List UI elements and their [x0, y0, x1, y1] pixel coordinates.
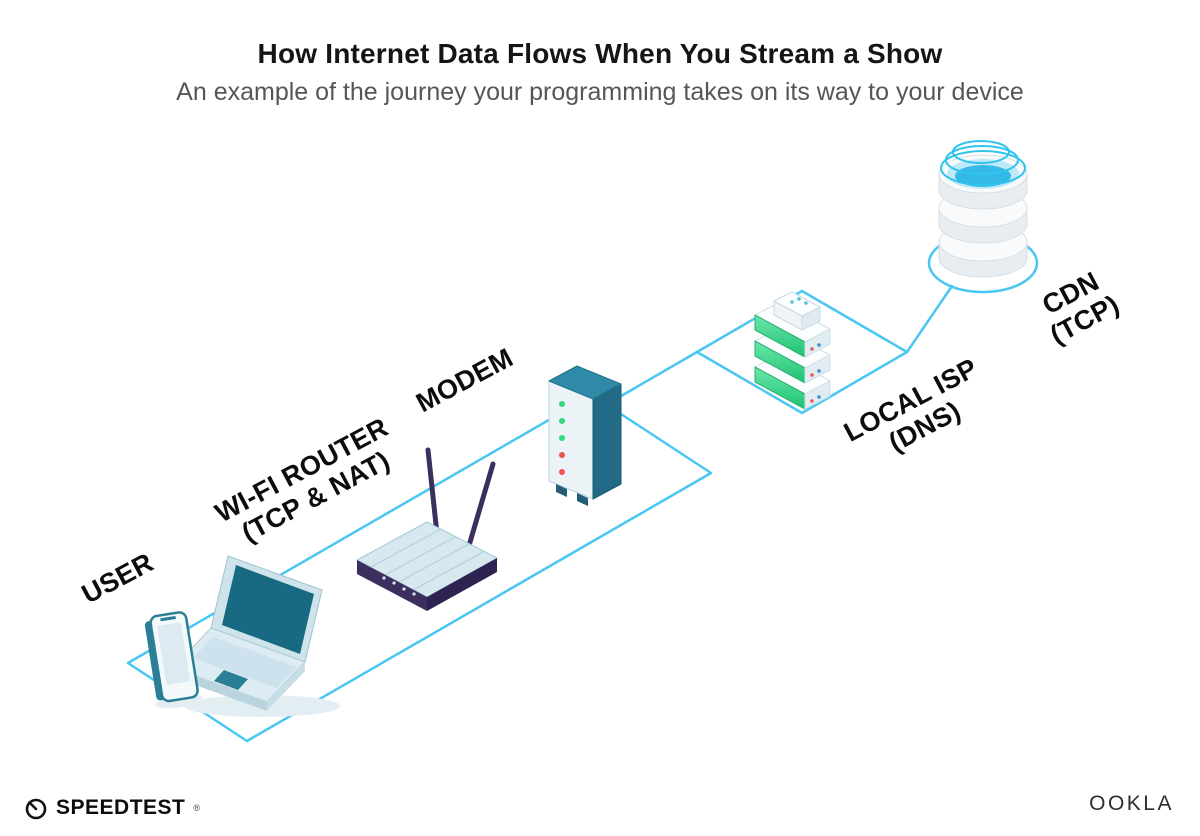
laptop-icon: [172, 555, 340, 717]
router-front-left: [357, 560, 427, 611]
phone-screen: [157, 622, 190, 685]
router-leds: [382, 576, 416, 596]
speedtest-trademark: ®: [193, 803, 201, 813]
modem-foot-left: [556, 484, 567, 497]
cdn-spiral-rings: [940, 140, 1026, 186]
modem-foot-right: [577, 493, 588, 506]
phone-speaker: [160, 616, 177, 622]
speedtest-wordmark: SPEEDTEST: [56, 796, 186, 819]
laptop-base-edge-right: [267, 662, 305, 711]
router-top: [355, 521, 499, 598]
isp-server-icon: [754, 291, 831, 410]
modem-top: [548, 365, 622, 400]
router-antennas: [425, 447, 496, 552]
laptop-screen: [222, 565, 314, 654]
page-subtitle: An example of the journey your programmi…: [176, 78, 1024, 106]
cdn-database-icon: [938, 140, 1028, 278]
router-ridges: [370, 528, 484, 591]
ookla-wordmark: OOKLA: [1089, 792, 1174, 815]
ookla-logo: OOKLA: [1089, 792, 1174, 816]
wifi-router-icon: [355, 447, 499, 611]
cdn-top-water: [955, 165, 1011, 187]
laptop-trackpad: [214, 670, 248, 690]
router-front-right: [427, 558, 497, 611]
server-control-box: [773, 291, 821, 331]
speedtest-logo: SPEEDTEST ®: [24, 796, 200, 820]
modem-icon: [548, 365, 622, 506]
modem-side: [592, 383, 622, 500]
speedometer-icon: [25, 798, 47, 820]
phone-icon: [144, 611, 203, 709]
modem-leds: [559, 401, 565, 475]
path-user-loop: [126, 393, 713, 743]
page-title: How Internet Data Flows When You Stream …: [257, 38, 943, 69]
path-isp-to-cdn: [905, 284, 954, 354]
laptop-keyboard: [193, 637, 297, 688]
modem-front: [548, 380, 594, 500]
